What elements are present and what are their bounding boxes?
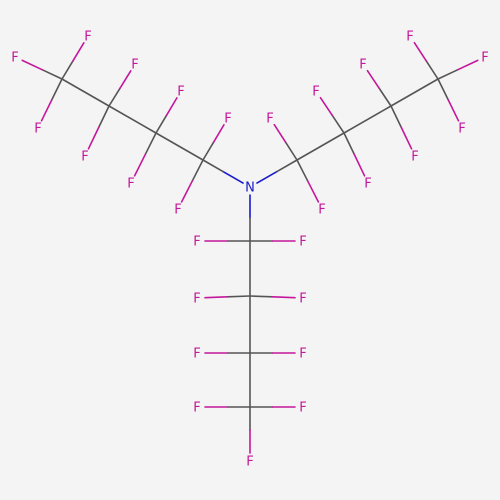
fluorine-label-C3c-1: F <box>299 347 306 362</box>
fluorine-label-C4b-1: F <box>481 51 488 66</box>
fluorine-label-C3a-0: F <box>131 58 138 73</box>
fluorine-label-C4c-0: F <box>193 401 200 416</box>
bond-N-C1a-part2 <box>202 159 224 173</box>
bond-C1a-F1-c <box>191 159 204 182</box>
fluorine-label-C3b-0: F <box>359 58 366 73</box>
bond-C3b-F0-c <box>378 87 392 107</box>
fluorine-label-C4a-0: F <box>84 30 91 45</box>
bond-C2b-C3b <box>343 105 392 134</box>
bond-C3a-F0-c <box>108 87 121 107</box>
bond-layer <box>21 41 479 454</box>
bond-C1a-C2a <box>155 132 204 161</box>
bond-C1b-C2b <box>296 132 345 161</box>
bond-C4a-F2-f <box>40 99 53 122</box>
bond-C3b-F1-c <box>390 105 403 129</box>
bond-C4b-F1-c <box>437 68 459 80</box>
fluorine-label-C4c-1: F <box>299 401 306 416</box>
bond-N-C1b-part1 <box>256 170 278 184</box>
fluorine-label-C4a-1: F <box>11 51 18 66</box>
bond-C3b-C4b <box>390 78 439 107</box>
bond-C2a-F1-c <box>144 132 157 156</box>
bond-C3a-F1-f <box>87 126 100 150</box>
bond-C2b-F1-c <box>343 132 356 156</box>
bond-C1b-F0-f <box>273 123 287 144</box>
fluorine-label-C3a-1: F <box>81 150 88 165</box>
bond-C3a-C4a <box>61 78 110 107</box>
fluorine-label-C2a-0: F <box>177 85 184 100</box>
label-layer: F F F F F F F F F F F F F F F F F F F F F F F F F F F N <box>11 30 488 470</box>
fluorine-label-C4a-2: F <box>34 122 41 137</box>
bond-C4a-F1-f <box>21 59 43 71</box>
bond-C1a-F0-f <box>212 124 225 144</box>
bond-C4b-F2-f <box>447 99 460 122</box>
bond-C4b-F0-c <box>425 60 439 80</box>
bond-C2c-F1-f <box>271 296 296 299</box>
fluorine-label-C3b-1: F <box>411 150 418 165</box>
fluorine-label-C1c-0: F <box>193 235 200 250</box>
fluorine-label-C1a-0: F <box>224 112 231 127</box>
bond-C2c-F0-c <box>226 295 251 298</box>
bond-C2a-C3a <box>108 105 157 134</box>
bond-C1b-F1-f <box>306 180 320 203</box>
bond-C4a-F0-f <box>72 42 85 62</box>
bond-C2a-F1-f <box>133 153 147 177</box>
fluorine-label-C2b-1: F <box>364 177 371 192</box>
bond-C4b-F0-f <box>413 41 427 62</box>
bond-C4b-F2-c <box>437 78 450 101</box>
bond-C4a-F2-c <box>50 78 63 101</box>
bond-C3b-F0-f <box>366 69 381 90</box>
fluorine-label-C2c-0: F <box>193 292 200 307</box>
bond-C1b-F1-c <box>296 159 309 182</box>
fluorine-label-C1a-1: F <box>174 203 181 218</box>
nitrogen-label: N <box>245 181 255 196</box>
bond-C3a-F0-f <box>119 70 132 90</box>
bond-C2b-F0-f <box>319 96 334 117</box>
bond-N-C1b-part2 <box>276 159 298 173</box>
bond-C3a-F1-c <box>97 105 110 129</box>
fluorine-label-C2b-0: F <box>312 85 319 100</box>
fluorine-label-C2a-1: F <box>127 177 134 192</box>
bond-C3b-F1-f <box>400 126 413 150</box>
fluorine-label-C4c-2: F <box>246 455 253 470</box>
bond-N-C1a-part1 <box>222 170 244 184</box>
bond-C4a-F1-c <box>41 68 63 80</box>
bond-C1a-F1-f <box>180 180 194 203</box>
fluorine-label-C4b-0: F <box>406 30 413 45</box>
fluorine-label-C3c-0: F <box>193 347 200 362</box>
bond-C4b-F1-f <box>457 59 479 71</box>
bond-C4a-F0-c <box>61 60 74 80</box>
bond-C2b-F1-f <box>353 153 366 177</box>
bond-C2c-F0-f <box>204 296 229 299</box>
bond-C2c-F1-c <box>249 295 274 298</box>
bond-C2a-F0-c <box>155 114 168 134</box>
bond-C1b-F0-c <box>284 141 298 161</box>
fluorine-label-C1b-0: F <box>266 112 273 127</box>
fluorine-label-C1c-1: F <box>299 235 306 250</box>
fluorine-label-C4b-2: F <box>458 122 465 137</box>
bond-C2b-F0-c <box>331 114 345 134</box>
bond-C2a-F0-f <box>165 97 178 117</box>
fluorine-label-C1b-1: F <box>318 203 325 218</box>
fluorine-label-C2c-1: F <box>299 292 306 307</box>
bond-C1a-F0-c <box>202 141 215 161</box>
